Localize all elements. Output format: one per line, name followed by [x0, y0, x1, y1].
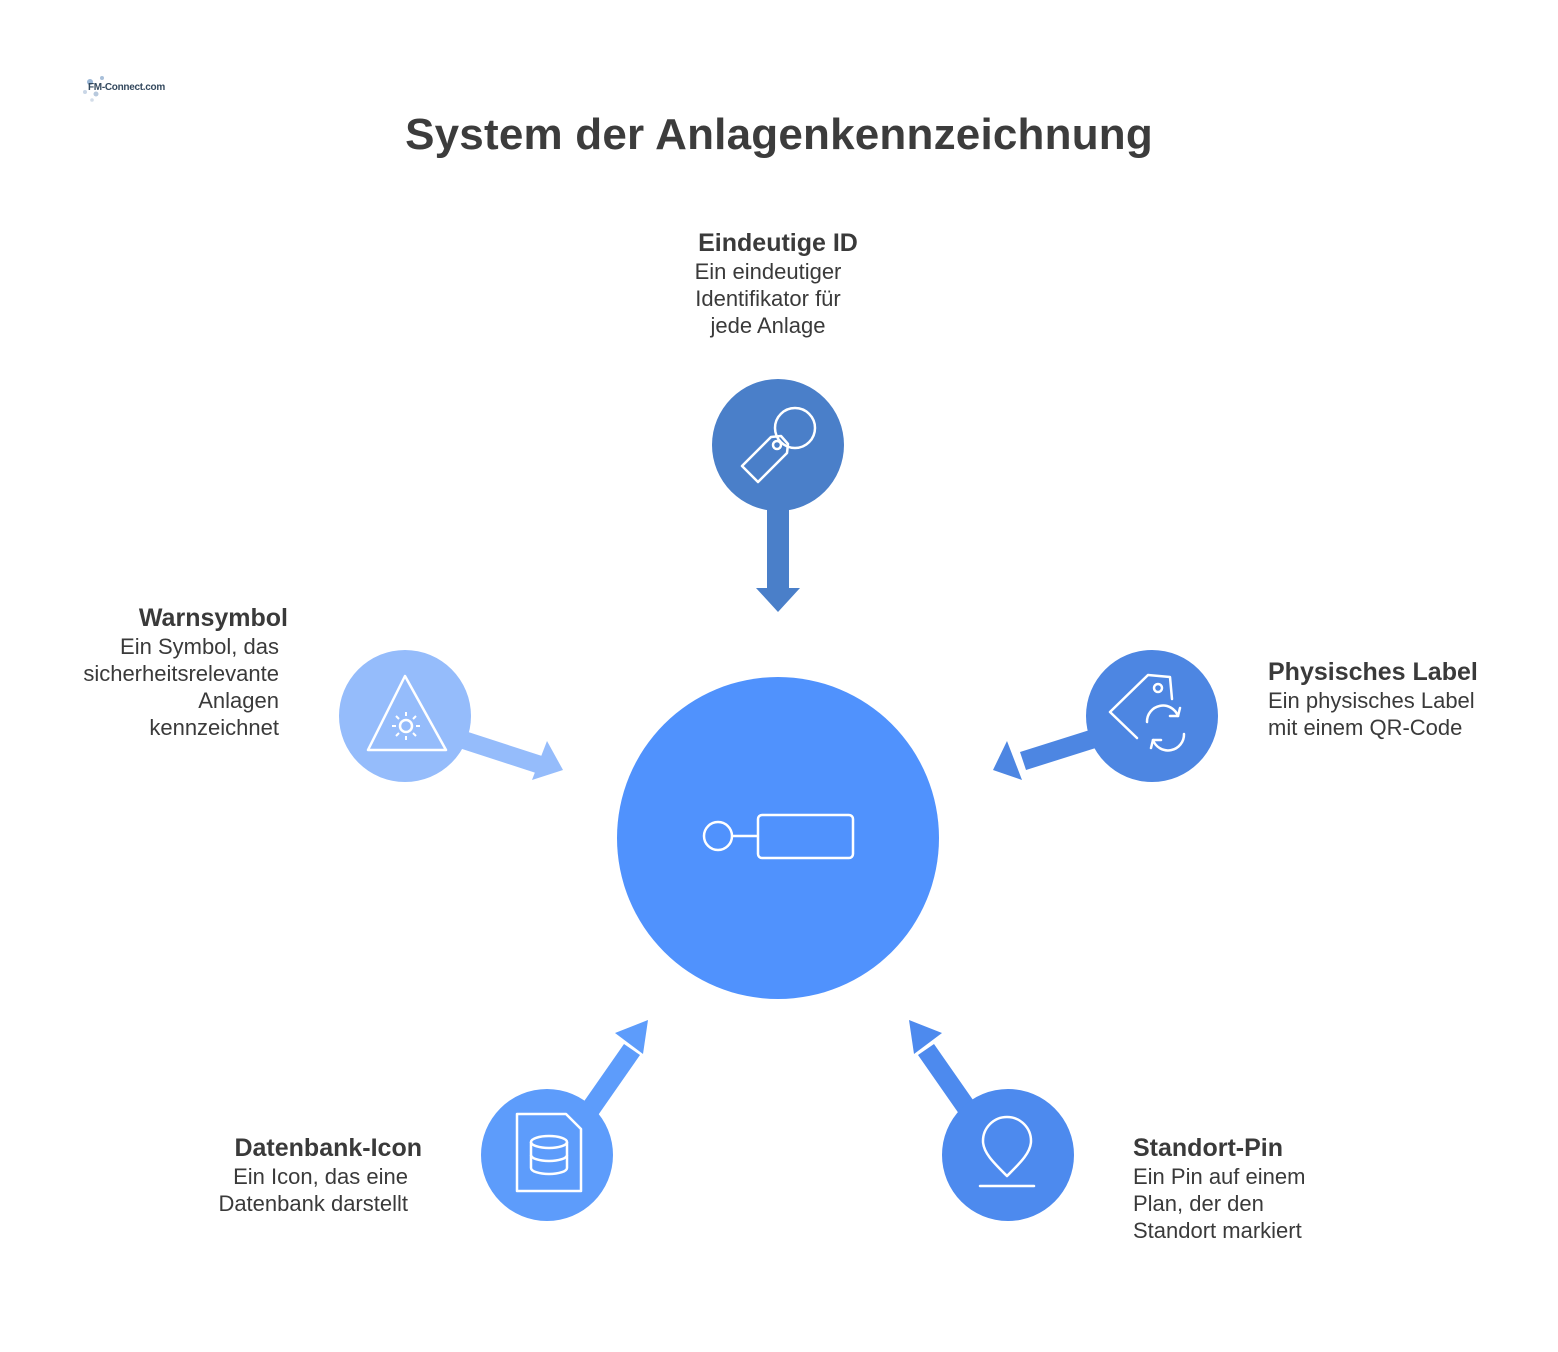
node-bottom-right-text: Standort-Pin Ein Pin auf einem Plan, der… — [1133, 1133, 1393, 1244]
logo-mark — [83, 76, 104, 102]
node-top-text: Eindeutige ID Ein eindeutiger Identifika… — [648, 228, 908, 339]
arrow-top — [756, 500, 800, 612]
node-top-title: Eindeutige ID — [698, 229, 858, 257]
node-bottom-left-title: Datenbank-Icon — [234, 1134, 422, 1162]
node-right-title: Physisches Label — [1268, 658, 1478, 686]
node-top-desc: Ein eindeutiger Identifikator für jede A… — [694, 259, 842, 338]
label-refresh-icon — [1108, 673, 1186, 752]
node-bottom-right-circle — [942, 1089, 1074, 1221]
tag-icon — [740, 406, 817, 484]
page-title: System der Anlagenkennzeichnung — [405, 110, 1153, 159]
node-left-text: Warnsymbol Ein Symbol, das sicherheitsre… — [20, 603, 288, 741]
database-file-icon — [515, 1112, 583, 1193]
node-bottom-right-desc: Ein Pin auf einem Plan, der den Standort… — [1133, 1164, 1306, 1243]
logo-text: FM-Connect.com — [88, 82, 165, 93]
arrow-bottom-left — [578, 1020, 648, 1121]
arrow-bottom-right — [909, 1020, 980, 1121]
node-bottom-left-circle — [481, 1089, 613, 1221]
arrow-right — [993, 728, 1102, 780]
node-right-text: Physisches Label Ein physisches Label mi… — [1268, 657, 1538, 741]
center-circle — [617, 677, 939, 999]
node-left-desc: Ein Symbol, das sicherheitsrelevante Anl… — [83, 634, 279, 740]
node-left-title: Warnsymbol — [138, 604, 288, 632]
node-bottom-left-desc: Ein Icon, das eine Datenbank darstellt — [218, 1164, 408, 1216]
warning-icon — [366, 674, 448, 752]
location-pin-icon — [978, 1115, 1036, 1188]
node-right-circle — [1086, 650, 1218, 782]
node-right-desc: Ein physisches Label mit einem QR-Code — [1268, 688, 1475, 740]
key-tag-icon — [702, 813, 855, 860]
arrow-left — [456, 730, 563, 780]
node-top-circle — [712, 379, 844, 511]
node-bottom-left-text: Datenbank-Icon Ein Icon, das eine Datenb… — [150, 1133, 422, 1217]
node-bottom-right-title: Standort-Pin — [1133, 1134, 1283, 1162]
